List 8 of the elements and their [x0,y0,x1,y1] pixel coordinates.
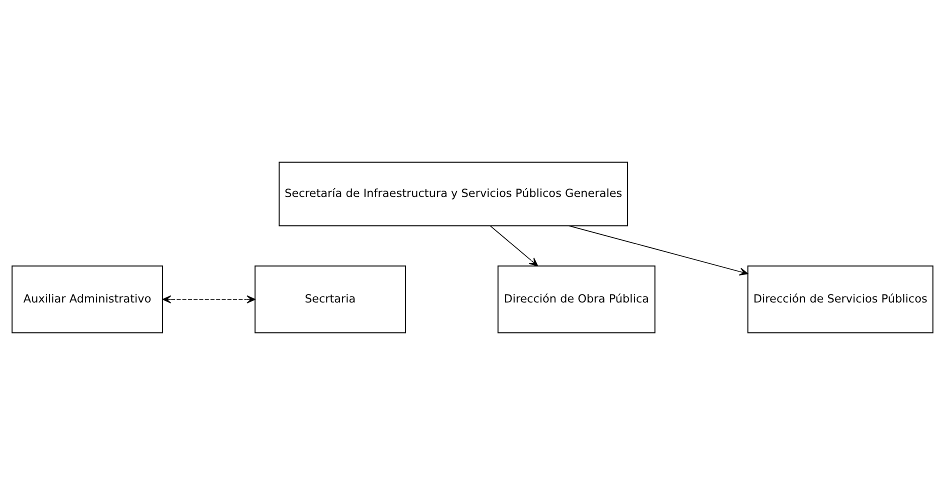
node-box: Auxiliar Administrativo [12,266,164,334]
node-box: Dirección de Servicios Públicos [747,266,934,334]
arrow [490,226,538,266]
arrow [568,225,748,276]
node-box: Secrtaria [254,266,406,334]
node-box: Dirección de Obra Pública [498,266,656,334]
arrow [162,295,256,304]
node-box: Secretaría de Infraestructura y Servicios Públicos Generales [278,162,628,226]
